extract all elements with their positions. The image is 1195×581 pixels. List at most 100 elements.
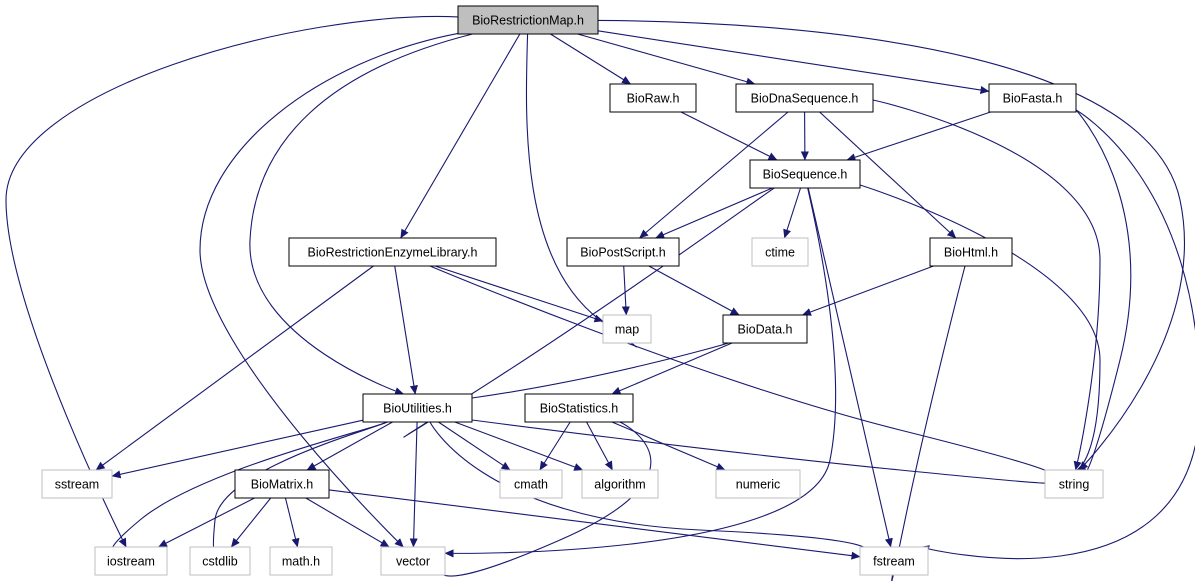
node-map: map bbox=[602, 314, 652, 344]
edge-BioData-to-BioStatistics bbox=[611, 342, 733, 395]
node-box bbox=[859, 546, 929, 576]
node-string: string bbox=[1044, 469, 1104, 499]
node-label: BioRaw.h bbox=[627, 92, 680, 106]
edge-BioStatistics-to-algorithm bbox=[586, 421, 613, 471]
node-box bbox=[288, 237, 497, 267]
edge-BioUtilities-to-cmath bbox=[438, 421, 511, 471]
edge-BioSequence-to-BioPostScript bbox=[655, 187, 773, 239]
node-label: BioRestrictionEnzymeLibrary.h bbox=[308, 246, 478, 260]
edge-BioRestrictionMap-to-BioRaw bbox=[550, 33, 631, 85]
edges-layer bbox=[5, 15, 1195, 581]
node-label: numeric bbox=[736, 478, 780, 492]
node-vector: vector bbox=[380, 546, 446, 576]
node-BioUtilities[interactable]: BioUtilities.h bbox=[362, 393, 473, 423]
node-box bbox=[189, 546, 251, 576]
node-BioFasta[interactable]: BioFasta.h bbox=[988, 83, 1077, 113]
edge-BioSequence-to-string bbox=[859, 184, 1101, 471]
edge-BioRestrictionMap-to-iostream bbox=[5, 15, 459, 548]
node-box bbox=[362, 393, 473, 423]
node-box bbox=[524, 393, 634, 423]
edge-BioRestrictionMap-to-string bbox=[597, 19, 1186, 471]
node-BioRestrictionMap[interactable]: BioRestrictionMap.h bbox=[457, 5, 599, 35]
node-box bbox=[380, 546, 446, 576]
node-box bbox=[457, 5, 599, 35]
node-BioStatistics[interactable]: BioStatistics.h bbox=[524, 393, 634, 423]
node-math: math.h bbox=[269, 546, 333, 576]
node-box bbox=[581, 469, 659, 499]
node-box bbox=[929, 237, 1013, 267]
node-BioMatrix[interactable]: BioMatrix.h bbox=[234, 469, 330, 499]
edge-BioRestrictionEnzymeLibrary-to-map bbox=[434, 265, 604, 323]
node-label: BioFasta.h bbox=[1003, 92, 1063, 106]
edge-BioMatrix-to-cstdlib bbox=[230, 497, 272, 548]
edge-BioUtilities-to-vector bbox=[409, 421, 418, 548]
node-BioPostScript[interactable]: BioPostScript.h bbox=[566, 237, 680, 267]
node-label: algorithm bbox=[594, 478, 645, 492]
edge-BioFasta-to-string bbox=[1075, 109, 1132, 479]
edge-BioDnaSequence-to-BioPostScript bbox=[639, 111, 789, 239]
node-label: ctime bbox=[765, 246, 795, 260]
node-box bbox=[609, 83, 697, 113]
edge-BioUtilities-to-BioMatrix bbox=[306, 421, 393, 471]
edge-BioUtilities-to-sstream bbox=[111, 419, 364, 479]
node-label: BioPostScript.h bbox=[580, 246, 666, 260]
node-label: BioSequence.h bbox=[763, 168, 848, 182]
node-box bbox=[234, 469, 330, 499]
edge-BioRestrictionMap-to-BioRestrictionEnzymeLibrary bbox=[400, 33, 521, 239]
node-box bbox=[41, 469, 113, 499]
edge-BioStatistics-to-cmath bbox=[539, 421, 571, 471]
node-BioHtml[interactable]: BioHtml.h bbox=[929, 237, 1013, 267]
node-label: BioData.h bbox=[738, 323, 793, 337]
node-BioDnaSequence[interactable]: BioDnaSequence.h bbox=[735, 83, 874, 113]
edge-BioFasta-to-BioSequence bbox=[846, 111, 991, 162]
edge-BioSequence-to-ctime bbox=[783, 187, 802, 239]
node-box bbox=[566, 237, 680, 267]
node-BioData[interactable]: BioData.h bbox=[722, 314, 808, 344]
edge-BioRestrictionMap-to-vector bbox=[199, 32, 459, 548]
edge-BioRestrictionEnzymeLibrary-to-string bbox=[429, 265, 1054, 480]
node-box bbox=[735, 83, 874, 113]
node-BioRestrictionEnzymeLibrary[interactable]: BioRestrictionEnzymeLibrary.h bbox=[288, 237, 497, 267]
edge-BioRestrictionMap-to-BioDnaSequence bbox=[577, 33, 756, 86]
node-cstdlib: cstdlib bbox=[189, 546, 251, 576]
edge-BioMatrix-to-math bbox=[284, 497, 300, 548]
node-label: sstream bbox=[55, 478, 99, 492]
edge-BioSequence-to-fstream bbox=[807, 187, 893, 548]
node-label: cstdlib bbox=[202, 555, 237, 569]
edge-BioMatrix-to-fstream bbox=[328, 489, 861, 560]
node-label: map bbox=[615, 323, 639, 337]
node-label: BioRestrictionMap.h bbox=[472, 14, 584, 28]
node-label: BioHtml.h bbox=[944, 246, 998, 260]
edge-BioPostScript-to-BioData bbox=[648, 265, 740, 316]
node-label: BioMatrix.h bbox=[251, 478, 314, 492]
edge-BioRestrictionMap-to-map bbox=[525, 33, 637, 348]
node-cmath: cmath bbox=[499, 469, 563, 499]
edge-BioHtml-to-BioData bbox=[802, 265, 934, 316]
node-label: fstream bbox=[873, 555, 915, 569]
node-BioSequence[interactable]: BioSequence.h bbox=[749, 159, 861, 189]
node-fstream: fstream bbox=[859, 546, 929, 576]
node-label: vector bbox=[396, 555, 430, 569]
edge-BioUtilities-to-algorithm bbox=[454, 421, 584, 471]
node-box bbox=[715, 469, 801, 499]
edge-BioDnaSequence-to-string bbox=[872, 99, 1101, 471]
node-box bbox=[1044, 469, 1104, 499]
edge-BioMatrix-to-vector bbox=[305, 497, 390, 548]
edge-BioRaw-to-BioSequence bbox=[680, 111, 778, 161]
edge-BioDnaSequence-to-BioHtml bbox=[819, 111, 957, 239]
edge-BioHtml-to-fstream bbox=[891, 265, 966, 581]
node-box bbox=[94, 546, 168, 576]
node-box bbox=[988, 83, 1077, 113]
node-box bbox=[751, 237, 809, 267]
edge-BioRestrictionMap-to-BioUtilities bbox=[249, 33, 473, 396]
node-box bbox=[499, 469, 563, 499]
node-box bbox=[722, 314, 808, 344]
edge-BioRestrictionEnzymeLibrary-to-BioUtilities bbox=[394, 265, 418, 395]
node-label: cmath bbox=[514, 478, 548, 492]
edge-BioRestrictionMap-to-BioFasta bbox=[597, 30, 990, 94]
node-box bbox=[749, 159, 861, 189]
node-label: BioStatistics.h bbox=[540, 402, 619, 416]
node-BioRaw[interactable]: BioRaw.h bbox=[609, 83, 697, 113]
edge-BioRestrictionEnzymeLibrary-to-sstream bbox=[95, 265, 374, 471]
